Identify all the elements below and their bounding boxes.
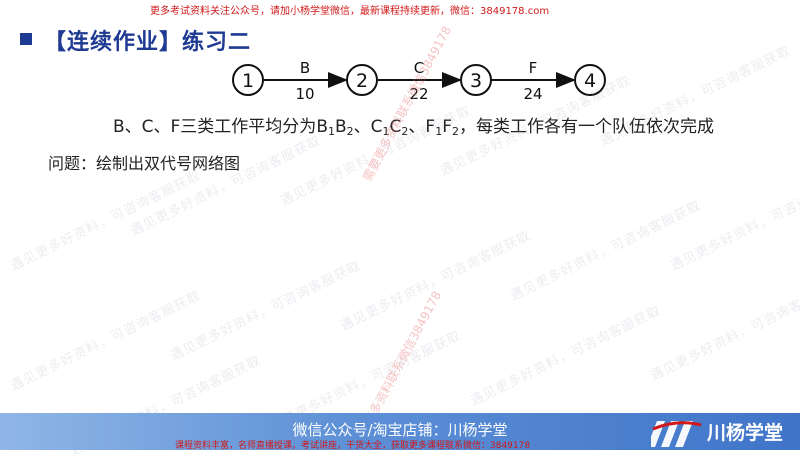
network-node-label: 3 <box>470 70 482 92</box>
description-text: B、C、F三类工作平均分为B1B2、C1C2、F1F2，每类工作各有一个队伍依次… <box>113 112 714 138</box>
watermark-text: 遇见更多好资料，可咨询客服获取 <box>8 288 204 395</box>
arrow-activity-label: B <box>300 59 310 77</box>
brand-logo-icon <box>651 421 702 447</box>
watermark-text: 遇见更多好资料，可咨询客服获取 <box>648 278 800 385</box>
network-node-4 <box>574 64 606 96</box>
question-text: 问题：绘制出双代号网络图 <box>48 154 241 173</box>
network-diagram: B 10 C 22 F 24 1 2 3 4 <box>232 59 606 103</box>
network-node-2 <box>346 64 378 96</box>
slide-title: 【连续作业】练习二 <box>44 30 252 55</box>
brand-logo-text: 川杨学堂 <box>707 422 784 444</box>
arrow-duration-label: 22 <box>409 85 428 103</box>
arrow-duration-label: 24 <box>523 85 542 103</box>
network-node-label: 2 <box>356 70 368 92</box>
watermark-text: 遇见更多好资料，可咨询客服获取 <box>168 258 364 365</box>
description-tail: 每类工作各有一个队伍依次完成 <box>475 117 714 137</box>
pair-f: F1F2， <box>425 117 476 138</box>
top-notice: 更多考试资料关注公众号，请加小杨学堂微信，最新课程持续更新，微信：3849178… <box>150 6 550 16</box>
network-node-3 <box>460 64 492 96</box>
footer-small-text: 课程资料丰富，名师直播授课，考试讲座，干货大全，获取更多课程联系微信：38491… <box>175 441 531 451</box>
watermark-text: 遇见更多好资料，可咨询客服获取 <box>508 198 704 305</box>
footer-main-text: 微信公众号/淘宝店铺：川杨学堂 <box>292 421 508 439</box>
network-node-label: 4 <box>584 70 596 92</box>
network-node-1 <box>232 64 264 96</box>
arrow-duration-label: 10 <box>295 85 314 103</box>
title-bullet <box>20 33 32 45</box>
pair-b: B1B2、 <box>316 117 371 138</box>
watermark-text: 遇见更多好资料，可咨询客服获取 <box>468 303 664 410</box>
watermark-text: 遇见更多好资料，可咨询客服获取 <box>338 228 534 335</box>
network-node-label: 1 <box>242 70 254 92</box>
pair-c: C1C2、 <box>370 117 426 138</box>
description-lead: B、C、F三类工作平均分为 <box>113 117 317 137</box>
arrow-activity-label: C <box>414 59 424 77</box>
arrow-activity-label: F <box>529 59 538 77</box>
